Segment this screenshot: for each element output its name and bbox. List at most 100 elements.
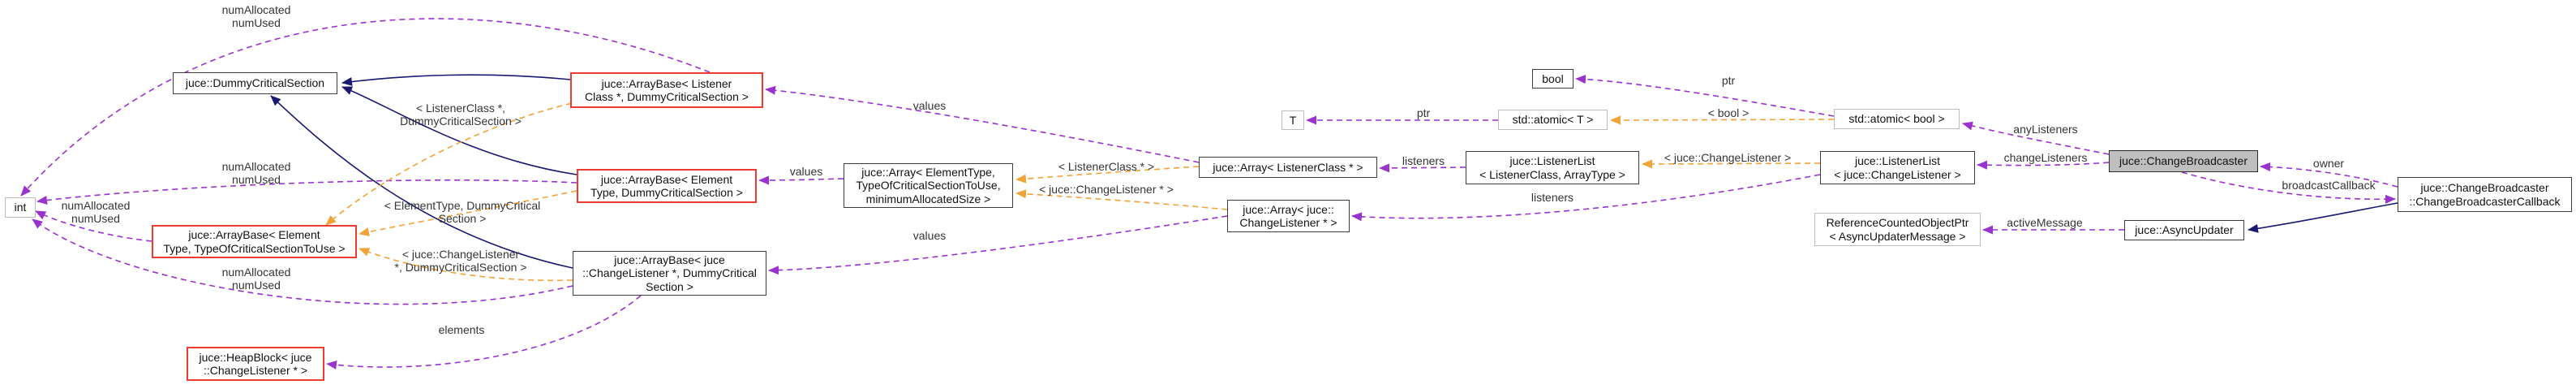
node-label-line: minimumAllocatedSize > bbox=[865, 192, 991, 205]
edge-elements bbox=[326, 295, 642, 370]
edge-label-line: values bbox=[789, 165, 823, 178]
edge-label-broadcastcallback: broadcastCallback bbox=[2282, 179, 2375, 192]
node-array-changelistener[interactable]: juce::Array< juce::ChangeListener * > bbox=[1227, 200, 1350, 232]
node-label-line: Class *, DummyCriticalSection > bbox=[585, 90, 749, 103]
edge-label-owner: owner bbox=[2313, 157, 2344, 170]
node-label-line: < AsyncUpdaterMessage > bbox=[1829, 229, 1966, 243]
edge-tmpl-cl bbox=[358, 248, 573, 282]
edge-label-line: DummyCriticalSection > bbox=[400, 115, 522, 128]
edge-label-line: < ListenerClass *, bbox=[415, 102, 506, 115]
edge-label-activemessage: activeMessage bbox=[2007, 216, 2082, 229]
edge-label-line: < ElementType, DummyCritical bbox=[384, 199, 541, 212]
edge-label-elements: elements bbox=[439, 323, 485, 336]
node-label-line: juce::ListenerList bbox=[1509, 154, 1595, 167]
node-label-line: Type, TypeOfCriticalSectionToUse > bbox=[163, 241, 346, 255]
edge-label-line: changeListeners bbox=[2003, 151, 2088, 164]
node-label-line: juce::Array< ListenerClass * > bbox=[1213, 160, 1363, 174]
edge-label-line: values bbox=[912, 99, 947, 112]
edge-label-tmpl-array-cl: < juce::ChangeListener * > bbox=[1039, 183, 1174, 196]
node-label-line: juce::ArrayBase< Element bbox=[188, 228, 320, 241]
node-label-line: ReferenceCountedObjectPtr bbox=[1826, 216, 1969, 229]
node-label-line: juce::Array< juce:: bbox=[1243, 202, 1334, 216]
edge-label-line: *, DummyCriticalSection > bbox=[394, 261, 527, 274]
node-label-line: juce::HeapBlock< juce bbox=[199, 350, 312, 364]
edge-label-tmpl-array-lc: < ListenerClass * > bbox=[1058, 160, 1154, 173]
node-int: int bbox=[5, 197, 36, 218]
edge-owner bbox=[2260, 162, 2398, 188]
edge-inherit-callback-asyncupdater bbox=[2248, 202, 2398, 233]
node-label-line: juce::ArrayBase< Listener bbox=[601, 76, 732, 90]
edge-tmpl-atomic-bool bbox=[1610, 115, 1835, 125]
node-label-line: ::ChangeBroadcasterCallback bbox=[2409, 194, 2561, 208]
edge-label-changelisteners: changeListeners bbox=[2004, 151, 2088, 164]
node-label-line: < ListenerClass, ArrayType > bbox=[1479, 167, 1625, 181]
edge-label-line: numAllocated bbox=[221, 266, 291, 279]
edge-values-bottom bbox=[768, 215, 1228, 275]
edge-num-left bbox=[35, 210, 152, 242]
edge-tmpl-listenerlist bbox=[1642, 159, 1821, 169]
edge-label-tmpl-atomic-bool: < bool > bbox=[1708, 106, 1750, 119]
edge-paths bbox=[20, 18, 2398, 370]
node-label-line: juce::Array< ElementType, bbox=[861, 165, 995, 179]
node-arraybase-changelistener-dcs[interactable]: juce::ArrayBase< juce::ChangeListener *,… bbox=[573, 251, 766, 296]
node-listenerlist-generic[interactable]: juce::ListenerList< ListenerClass, Array… bbox=[1466, 151, 1639, 184]
edge-label-values-top: values bbox=[913, 99, 946, 112]
node-change-broadcaster[interactable]: juce::ChangeBroadcaster bbox=[2109, 150, 2258, 172]
edge-label-line: values bbox=[912, 229, 947, 242]
node-array-elementtype[interactable]: juce::Array< ElementType,TypeOfCriticalS… bbox=[844, 163, 1013, 208]
edge-label-tmpl-listenerlist: < juce::ChangeListener > bbox=[1664, 151, 1791, 164]
node-change-broadcaster-callback[interactable]: juce::ChangeBroadcaster::ChangeBroadcast… bbox=[2398, 177, 2572, 212]
node-async-updater[interactable]: juce::AsyncUpdater bbox=[2124, 220, 2244, 240]
edge-label-line: elements bbox=[438, 323, 485, 336]
node-dummy-critical-section[interactable]: juce::DummyCriticalSection bbox=[173, 72, 337, 94]
node-label-line: ::ChangeListener *, DummyCritical bbox=[582, 266, 757, 280]
node-bool[interactable]: bool bbox=[1532, 69, 1574, 89]
node-heapblock-changelistener[interactable]: juce::HeapBlock< juce::ChangeListener * … bbox=[187, 347, 324, 381]
node-label-line: std::atomic< T > bbox=[1512, 113, 1594, 127]
node-label-line: juce::ArrayBase< Element bbox=[600, 172, 733, 186]
edge-changelisteners bbox=[1977, 160, 2110, 170]
node-label-line: bool bbox=[1542, 71, 1564, 85]
edge-label-line: numUsed bbox=[71, 212, 120, 225]
edge-listeners-generic bbox=[1379, 163, 1466, 173]
edge-label-line: numUsed bbox=[232, 279, 281, 292]
edge-inherit-et-dcs bbox=[341, 86, 577, 175]
node-label-line: juce::ChangeBroadcaster bbox=[2420, 181, 2549, 194]
edge-label-line: numAllocated bbox=[221, 160, 291, 173]
edge-label-line: < juce::ChangeListener * > bbox=[1039, 183, 1174, 196]
node-listenerlist-changelistener[interactable]: juce::ListenerList< juce::ChangeListener… bbox=[1820, 151, 1975, 184]
node-array-listenerclass[interactable]: juce::Array< ListenerClass * > bbox=[1199, 157, 1377, 178]
node-t: T bbox=[1282, 110, 1304, 130]
node-label-line: Type, DummyCriticalSection > bbox=[590, 186, 743, 199]
node-atomic-bool: std::atomic< bool > bbox=[1834, 109, 1960, 129]
edge-values-top bbox=[765, 85, 1200, 163]
edge-label-line: ptr bbox=[1416, 106, 1431, 119]
node-label-line: ::ChangeListener * > bbox=[203, 364, 308, 377]
node-label-line: ChangeListener * > bbox=[1239, 216, 1337, 229]
edge-label-line: < ListenerClass * > bbox=[1058, 160, 1155, 173]
edge-listeners-cl bbox=[1351, 174, 1821, 222]
edge-label-ptr-bool: ptr bbox=[1722, 74, 1735, 87]
edge-values-mid bbox=[758, 175, 844, 185]
edge-label-values-mid: values bbox=[790, 165, 822, 178]
edge-label-line: ptr bbox=[1721, 74, 1736, 87]
edge-label-tmpl-cl: < juce::ChangeListener*, DummyCriticalSe… bbox=[395, 248, 527, 274]
edge-broadcastcallback bbox=[2181, 171, 2396, 204]
edge-inherit-cl-dcs bbox=[270, 95, 573, 269]
edge-label-listeners-generic: listeners bbox=[1402, 154, 1445, 167]
edge-label-line: numAllocated bbox=[61, 199, 131, 212]
node-refcounted-objectptr: ReferenceCountedObjectPtr< AsyncUpdaterM… bbox=[1814, 213, 1981, 246]
edge-label-line: listeners bbox=[1402, 154, 1445, 167]
node-label-line: T bbox=[1289, 113, 1297, 127]
edge-label-line: < bool > bbox=[1707, 106, 1750, 119]
edge-label-line: Section > bbox=[438, 212, 487, 225]
